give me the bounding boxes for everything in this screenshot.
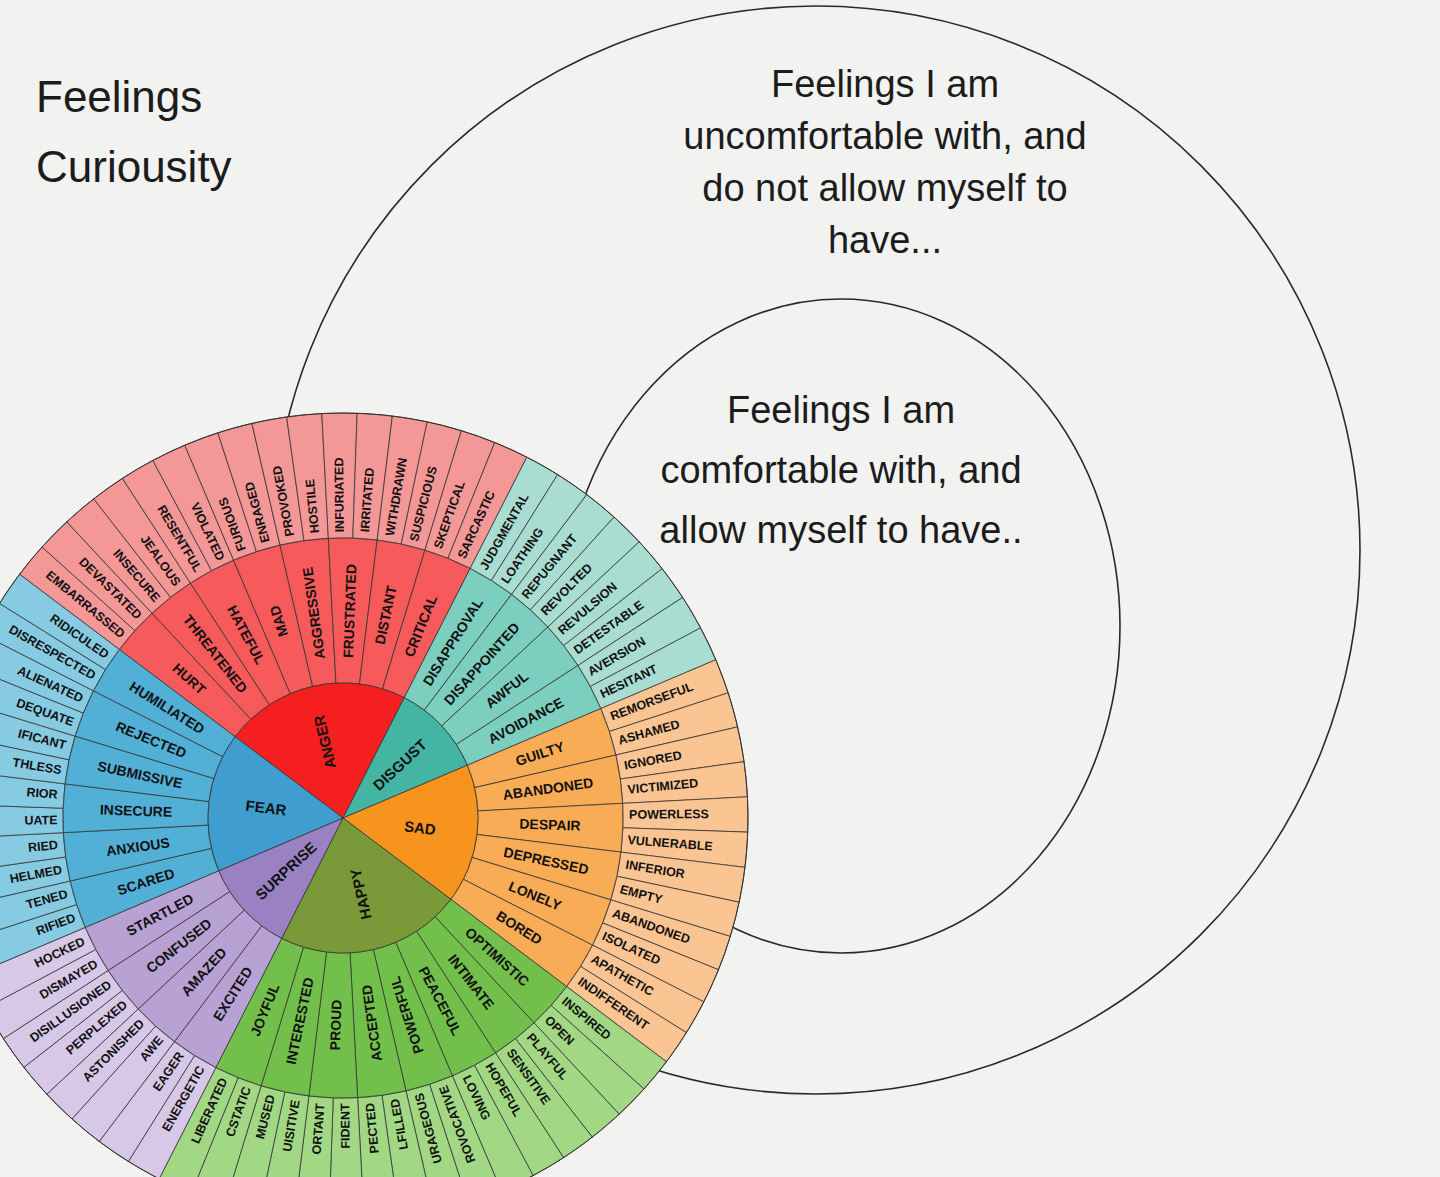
secondary-emotion: DISTANT bbox=[373, 584, 400, 645]
tertiary-emotion: LOVING bbox=[460, 1073, 492, 1122]
secondary-emotion: LONELY bbox=[507, 879, 564, 913]
tertiary-emotion: THLESS bbox=[11, 756, 62, 777]
core-emotion: ANGER bbox=[312, 714, 340, 770]
tertiary-emotion: EMBARRASSED bbox=[43, 569, 127, 641]
secondary-emotion: ABANDONED bbox=[502, 776, 594, 803]
tertiary-emotion: UISITIVE bbox=[281, 1099, 303, 1153]
tertiary-emotion: MUSED bbox=[254, 1093, 278, 1140]
tertiary-emotion: IRRITATED bbox=[359, 468, 377, 534]
secondary-emotion: AMAZED bbox=[179, 945, 230, 999]
tertiary-emotion: IFICANT bbox=[17, 728, 68, 753]
region-heading: Feelings I am comfortable with, and allo… bbox=[641, 380, 1041, 560]
tertiary-emotion: DEQUATE bbox=[15, 696, 76, 728]
tertiary-emotion: RIOR bbox=[26, 787, 58, 803]
tertiary-emotion: POWERLESS bbox=[629, 808, 709, 822]
secondary-emotion: REJECTED bbox=[113, 719, 188, 761]
tertiary-emotion: PECTED bbox=[364, 1102, 382, 1154]
tertiary-emotion: HOSTILE bbox=[304, 479, 322, 534]
outer-wedge bbox=[0, 804, 63, 839]
middle-wedge bbox=[350, 950, 406, 1098]
region-heading: Feelings I am uncomfortable with, and do… bbox=[660, 58, 1110, 266]
secondary-emotion: BORED bbox=[494, 908, 545, 947]
tertiary-emotion: RIFIED bbox=[34, 912, 77, 939]
tertiary-emotion: VULNERABLE bbox=[627, 834, 713, 854]
secondary-emotion: DESPAIR bbox=[520, 817, 582, 834]
tertiary-emotion: URAGEOUS bbox=[413, 1092, 445, 1165]
tertiary-emotion: AWE bbox=[138, 1034, 166, 1064]
secondary-emotion: POWERFUL bbox=[388, 975, 427, 1056]
secondary-emotion: JOYFUL bbox=[248, 982, 282, 1039]
secondary-emotion: SUBMISSIVE bbox=[96, 759, 184, 791]
circle-border bbox=[272, 6, 1360, 1094]
tertiary-emotion: VICTIMIZED bbox=[627, 777, 699, 797]
core-emotion: SURPRISE bbox=[253, 839, 320, 903]
tertiary-emotion: OPEN bbox=[542, 1014, 576, 1048]
middle-wedge bbox=[280, 538, 336, 686]
secondary-emotion: SCARED bbox=[115, 866, 176, 898]
outer-wedge bbox=[322, 413, 357, 538]
outer-wedge bbox=[329, 1098, 364, 1177]
core-emotion: HAPPY bbox=[347, 867, 374, 921]
secondary-emotion: GUILTY bbox=[514, 739, 566, 769]
secondary-emotion: CRITICAL bbox=[402, 593, 440, 659]
core-emotion: DISGUST bbox=[370, 736, 430, 793]
tertiary-emotion: INFURIATED bbox=[333, 457, 347, 532]
secondary-emotion: HURT bbox=[169, 661, 208, 698]
tertiary-emotion: FIDENT bbox=[339, 1104, 353, 1149]
circle-border bbox=[562, 299, 1120, 953]
outer-wedge bbox=[623, 797, 748, 832]
page-title: Feelings Curiousity bbox=[36, 62, 286, 202]
tertiary-emotion: RIED bbox=[28, 839, 59, 855]
tertiary-emotion: PROVOKED bbox=[271, 465, 297, 538]
tertiary-emotion: UATE bbox=[24, 814, 57, 827]
secondary-emotion: FRUSTRATED bbox=[341, 563, 359, 657]
core-emotion: FEAR bbox=[244, 798, 286, 819]
secondary-emotion: DEPRESSED bbox=[502, 845, 590, 877]
tertiary-emotion: EAGER bbox=[151, 1050, 187, 1094]
secondary-emotion: AGGRESSIVE bbox=[300, 566, 327, 660]
secondary-emotion: AWFUL bbox=[482, 669, 530, 711]
wheel-rim bbox=[0, 413, 748, 1177]
secondary-emotion: ACCEPTED bbox=[359, 984, 384, 1062]
tertiary-emotion: EMPTY bbox=[618, 883, 663, 906]
tertiary-emotion: CSTATIC bbox=[224, 1085, 254, 1139]
secondary-emotion: INSECURE bbox=[99, 802, 172, 819]
tertiary-emotion: SUSPICIOUS bbox=[408, 465, 440, 543]
tertiary-emotion: ORTANT bbox=[310, 1103, 327, 1155]
tertiary-emotion: FURIOUS bbox=[217, 495, 249, 552]
tertiary-emotion: ENRAGED bbox=[243, 480, 272, 544]
secondary-emotion: PROUD bbox=[328, 1000, 344, 1051]
secondary-emotion: MAD bbox=[267, 603, 291, 638]
secondary-emotion: ANXIOUS bbox=[105, 835, 170, 858]
tertiary-emotion: IGNORED bbox=[623, 749, 683, 773]
tertiary-emotion: TENED bbox=[25, 888, 69, 912]
secondary-emotion: INTERESTED bbox=[283, 976, 316, 1066]
core-emotion: SAD bbox=[404, 818, 437, 837]
secondary-emotion: HATEFUL bbox=[224, 603, 267, 667]
secondary-emotion: EXCITED bbox=[211, 964, 256, 1023]
tertiary-emotion: WITHDRAWN bbox=[384, 457, 410, 537]
tertiary-emotion: ASHAMED bbox=[617, 718, 681, 748]
tertiary-emotion: HELMED bbox=[9, 864, 63, 887]
middle-wedge bbox=[63, 825, 211, 881]
tertiary-emotion: INFERIOR bbox=[624, 859, 685, 882]
tertiary-emotion: LFILLED bbox=[389, 1098, 411, 1151]
middle-wedge bbox=[475, 755, 623, 811]
